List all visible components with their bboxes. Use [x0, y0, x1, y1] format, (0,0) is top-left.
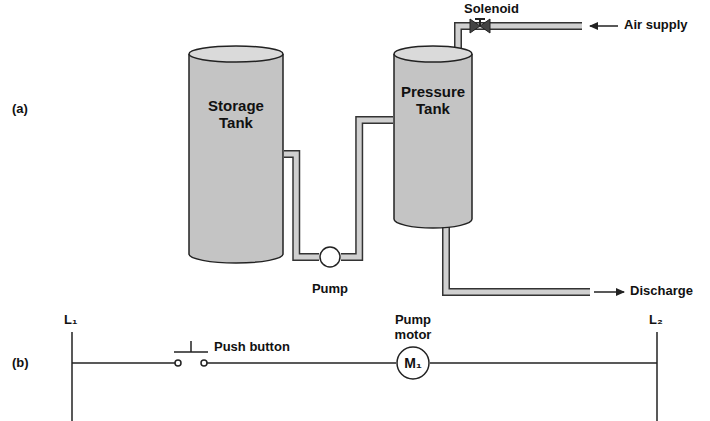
node-text: Storage Tank	[196, 97, 276, 132]
tank-outline	[188, 45, 284, 263]
rung-wire	[207, 362, 396, 364]
node-text: Pump motor	[383, 313, 443, 343]
air-pipe-inner	[458, 26, 582, 52]
pump-motor-outline-shape	[397, 347, 429, 379]
rail-l1	[71, 332, 73, 421]
valve-label: Solenoid	[464, 2, 519, 17]
pipe-inner	[284, 154, 319, 257]
solenoid-valve	[470, 19, 490, 33]
pipe-inner	[341, 120, 393, 257]
figure-part-label: (a)	[12, 102, 28, 117]
storage-tank: Storage Tank	[188, 45, 284, 263]
tank-top	[189, 46, 283, 62]
pump: Pump	[319, 246, 341, 268]
pipe-connector	[284, 154, 319, 257]
node-text: M₁	[404, 355, 421, 371]
node-text: Pump	[312, 282, 348, 297]
flow-label: Air supply	[624, 18, 688, 33]
tank-body	[394, 54, 472, 228]
tank-outline	[393, 45, 473, 228]
switch-label: Push button	[214, 340, 290, 355]
tank-top	[394, 46, 472, 62]
pipe-connector	[341, 120, 393, 257]
air-arrow	[590, 25, 618, 27]
rung-wire	[430, 362, 657, 364]
rail-l2	[656, 332, 658, 421]
node-text: Pressure Tank	[397, 83, 469, 118]
rung-wire	[72, 362, 175, 364]
pressure-tank: Pressure Tank	[393, 45, 473, 228]
line-label: L₁	[64, 313, 77, 328]
air-pipe	[458, 26, 582, 52]
discharge-pipe	[446, 226, 590, 292]
flow-label: Discharge	[630, 284, 693, 299]
discharge-pipe-inner	[446, 226, 590, 292]
line-label: L₂	[649, 313, 663, 328]
discharge-arrow	[594, 291, 624, 293]
figure-part-label: (b)	[12, 356, 29, 371]
push-button-symbol	[174, 341, 208, 366]
pipe-outline	[284, 154, 319, 257]
pump-motor: Pump motorM₁	[396, 346, 430, 380]
pump-outline-shape	[320, 247, 340, 267]
pump-outline	[319, 246, 341, 268]
tank-body	[189, 54, 283, 263]
pipe-outline	[341, 120, 393, 257]
